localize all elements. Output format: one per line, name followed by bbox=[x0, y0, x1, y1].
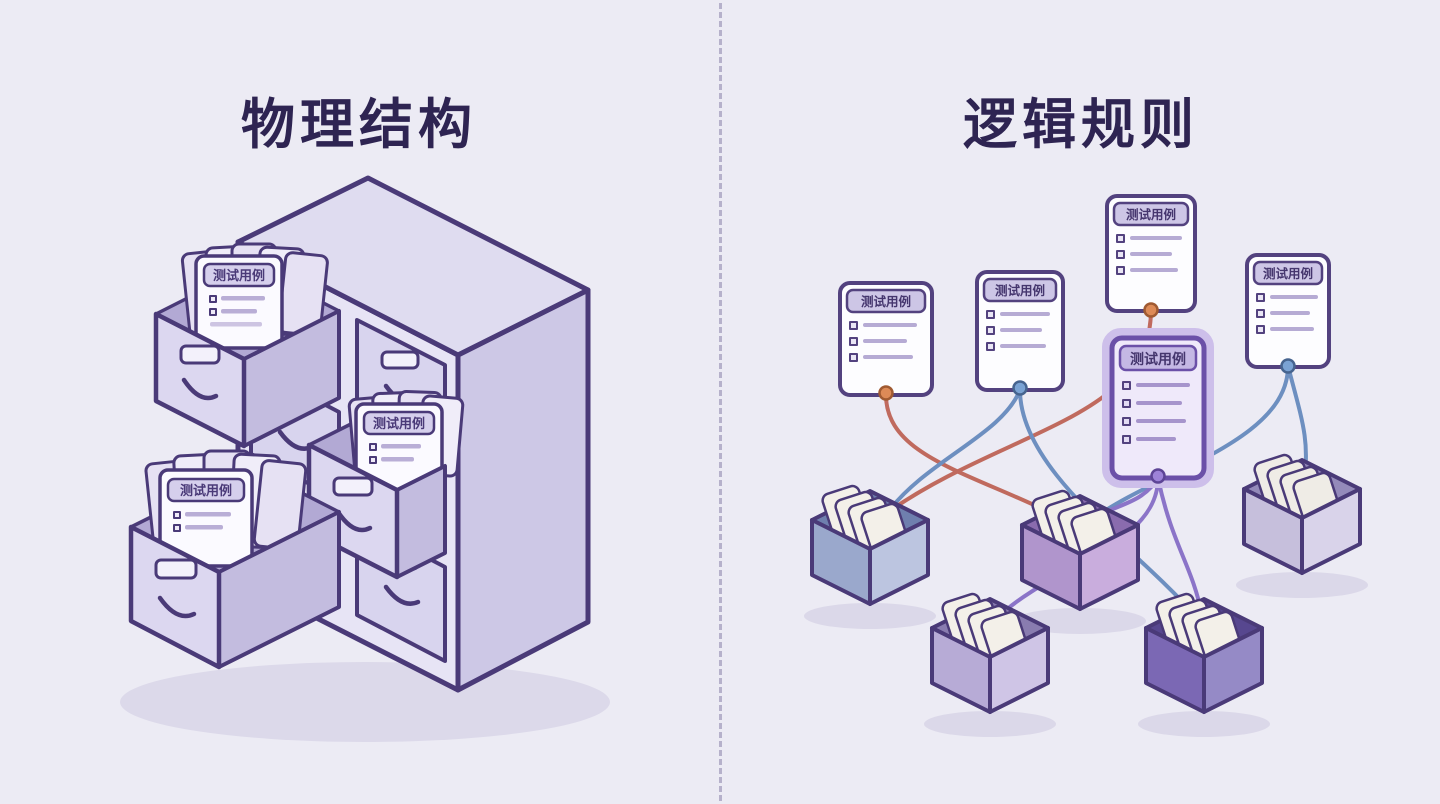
card-label-5: 测试用例 bbox=[1263, 266, 1313, 281]
connector-blue-2 bbox=[1092, 364, 1290, 520]
test-case-cards: 测试用例 测试用例 bbox=[838, 194, 1331, 488]
storage-box-2 bbox=[930, 592, 1050, 714]
storage-box-4 bbox=[1144, 592, 1264, 714]
storage-boxes bbox=[810, 453, 1362, 714]
connector-purple-2 bbox=[1156, 476, 1204, 617]
folder-label-2: 测试用例 bbox=[373, 416, 425, 432]
card-label-2: 测试用例 bbox=[995, 283, 1045, 298]
card-label-1: 测试用例 bbox=[861, 294, 911, 309]
drawer-bottom-folders: 测试用例 bbox=[144, 449, 308, 568]
drawer-middle-folders: 测试用例 bbox=[347, 390, 465, 498]
storage-box-3 bbox=[1020, 489, 1140, 611]
connector-blue-3 bbox=[886, 388, 1022, 514]
mapping-diagram-illustration: 测试用例 测试用例 bbox=[804, 194, 1368, 737]
folder-label-3: 测试用例 bbox=[180, 483, 232, 499]
test-case-card-2: 测试用例 bbox=[975, 270, 1065, 392]
drawer-top-folders: 测试用例 bbox=[180, 242, 329, 350]
open-drawer-middle: 测试用例 bbox=[306, 390, 465, 580]
left-title: 物理结构 bbox=[241, 93, 477, 157]
dashed-divider bbox=[719, 0, 722, 804]
test-case-card-5: 测试用例 bbox=[1245, 253, 1331, 369]
file-cabinet-illustration: 测试用例 bbox=[120, 175, 610, 742]
card-label-4: 测试用例 bbox=[1130, 351, 1186, 368]
dot-card-5 bbox=[1280, 358, 1296, 374]
labeled-folder-1: 测试用例 bbox=[194, 254, 284, 350]
right-title: 逻辑规则 bbox=[963, 93, 1199, 157]
dot-card-4 bbox=[1150, 468, 1166, 484]
storage-box-5 bbox=[1242, 453, 1362, 575]
folder-label-1: 测试用例 bbox=[213, 268, 265, 284]
file-cabinet: 测试用例 bbox=[128, 175, 591, 693]
physical-structure-panel: 测试用例 bbox=[0, 0, 718, 804]
storage-box-1 bbox=[810, 484, 930, 606]
dot-card-2 bbox=[1012, 380, 1028, 396]
test-case-card-highlighted: 测试用例 bbox=[1102, 328, 1214, 488]
logical-rules-panel: 测试用例 测试用例 bbox=[722, 0, 1440, 804]
connector-dots bbox=[878, 302, 1296, 484]
box-shadows bbox=[804, 572, 1368, 737]
dot-card-1 bbox=[878, 385, 894, 401]
labeled-folder-2: 测试用例 bbox=[354, 402, 444, 498]
cabinet-top-face bbox=[235, 175, 591, 358]
test-case-card-3: 测试用例 bbox=[1105, 194, 1197, 313]
open-drawer-top: 测试用例 bbox=[153, 242, 341, 449]
labeled-folder-3: 测试用例 bbox=[158, 468, 254, 568]
open-drawer-bottom: 测试用例 bbox=[128, 449, 341, 670]
test-case-card-1: 测试用例 bbox=[838, 281, 934, 397]
cabinet-shadow bbox=[120, 662, 610, 742]
card-label-3: 测试用例 bbox=[1126, 207, 1176, 222]
dot-card-3 bbox=[1143, 302, 1159, 318]
cabinet-side-face bbox=[455, 287, 591, 693]
